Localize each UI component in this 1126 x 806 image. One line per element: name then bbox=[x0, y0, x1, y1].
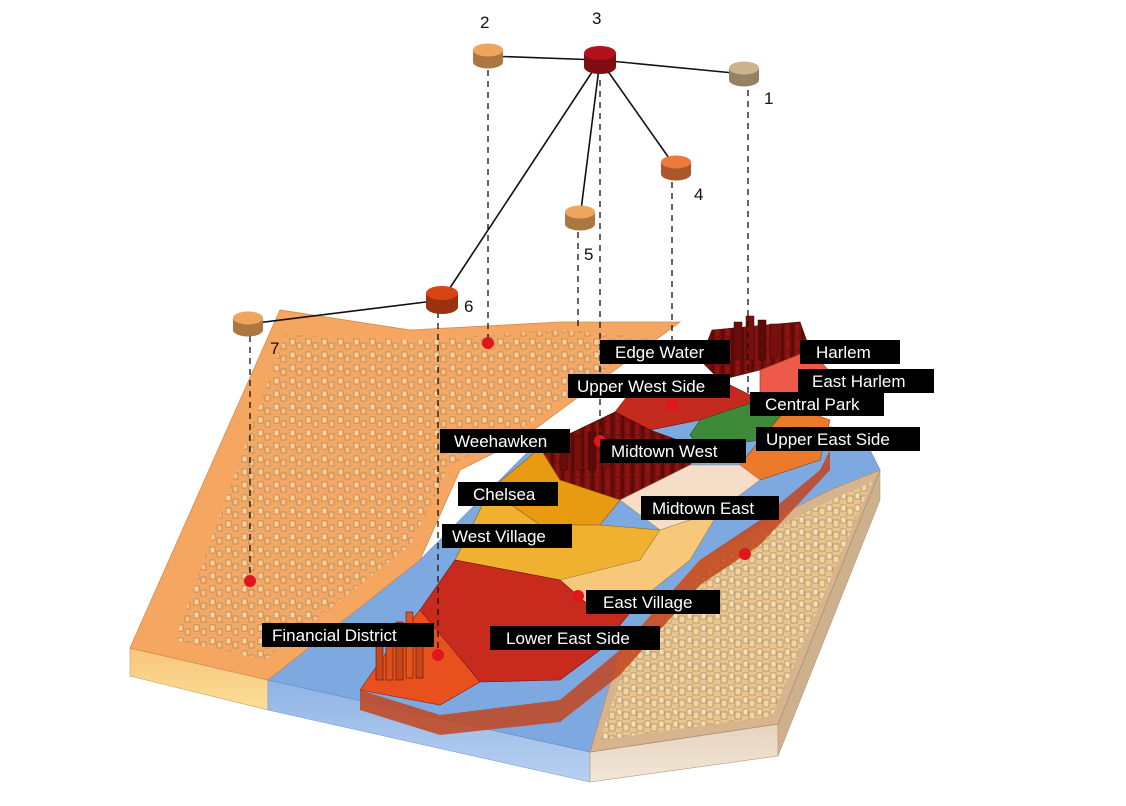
label-financial-district: Financial District bbox=[262, 623, 434, 647]
node-number-label: 4 bbox=[694, 185, 703, 204]
network-node-6[interactable]: 6 bbox=[426, 286, 473, 316]
label-east-harlem-text: East Harlem bbox=[812, 372, 906, 391]
manhattan-side bbox=[360, 450, 830, 735]
network-node-3[interactable]: 3 bbox=[584, 9, 616, 74]
label-upper-east-side: Upper East Side bbox=[756, 427, 920, 451]
network-node-1[interactable]: 1 bbox=[729, 61, 773, 109]
neighborhood-labels: Edge Water Harlem East Harlem Upper West… bbox=[262, 340, 934, 650]
node-cylinder-top bbox=[729, 61, 759, 75]
label-lower-east-side: Lower East Side bbox=[490, 626, 660, 650]
node-number-label: 5 bbox=[584, 245, 593, 264]
network-node-2[interactable]: 2 bbox=[473, 13, 504, 69]
node-number-label: 3 bbox=[592, 9, 601, 28]
label-chelsea: Chelsea bbox=[458, 482, 558, 506]
network-edges bbox=[247, 55, 745, 325]
edge-3-1 bbox=[599, 59, 745, 75]
label-lower-east-side-text: Lower East Side bbox=[506, 629, 630, 648]
edge-3-5 bbox=[579, 59, 601, 219]
network-node-5[interactable]: 5 bbox=[565, 205, 595, 265]
label-west-village-text: West Village bbox=[452, 527, 546, 546]
edge-3-2 bbox=[487, 55, 601, 61]
label-upper-east-side-text: Upper East Side bbox=[766, 430, 890, 449]
edge-3-4 bbox=[599, 59, 677, 169]
label-financial-district-text: Financial District bbox=[272, 626, 397, 645]
label-midtown-west-text: Midtown West bbox=[611, 442, 718, 461]
node-cylinder-top bbox=[473, 43, 503, 57]
node-cylinder-top bbox=[661, 155, 691, 169]
marker-financial-district[interactable] bbox=[432, 649, 444, 661]
label-east-village: East Village bbox=[586, 590, 720, 614]
label-central-park-text: Central Park bbox=[765, 395, 860, 414]
label-upper-west-side-text: Upper West Side bbox=[577, 377, 705, 396]
node-number-label: 1 bbox=[764, 89, 773, 108]
edge-6-7 bbox=[247, 299, 443, 325]
node-number-label: 6 bbox=[464, 297, 473, 316]
label-chelsea-text: Chelsea bbox=[473, 485, 536, 504]
label-weehawken-text: Weehawken bbox=[454, 432, 547, 451]
node-cylinder-top bbox=[233, 311, 263, 325]
label-west-village: West Village bbox=[442, 524, 572, 548]
label-central-park: Central Park bbox=[750, 392, 884, 416]
network-node-4[interactable]: 4 bbox=[661, 155, 703, 205]
marker-brooklyn[interactable] bbox=[739, 548, 751, 560]
label-east-harlem: East Harlem bbox=[798, 369, 934, 393]
edge-3-6 bbox=[441, 59, 601, 301]
label-midtown-west: Midtown West bbox=[600, 439, 746, 463]
label-midtown-east: Midtown East bbox=[641, 496, 779, 520]
nj-buildings bbox=[175, 330, 650, 660]
label-midtown-east-text: Midtown East bbox=[652, 499, 754, 518]
marker-edge-water[interactable] bbox=[482, 337, 494, 349]
node-cylinder-top bbox=[565, 205, 595, 219]
node-cylinder-top bbox=[426, 286, 458, 300]
drop-lines bbox=[249, 70, 749, 652]
label-weehawken: Weehawken bbox=[440, 429, 570, 453]
label-harlem-text: Harlem bbox=[816, 343, 871, 362]
label-edge-water-text: Edge Water bbox=[615, 343, 704, 362]
label-east-village-text: East Village bbox=[603, 593, 692, 612]
marker-new-jersey[interactable] bbox=[244, 575, 256, 587]
label-edge-water: Edge Water bbox=[600, 340, 730, 364]
network-node-7[interactable]: 7 bbox=[233, 311, 279, 359]
location-markers bbox=[244, 337, 751, 661]
label-upper-west-side: Upper West Side bbox=[568, 374, 730, 398]
brooklyn-buildings bbox=[600, 482, 872, 740]
node-number-label: 2 bbox=[480, 13, 489, 32]
node-number-label: 7 bbox=[270, 339, 279, 358]
marker-east-village[interactable] bbox=[572, 590, 584, 602]
marker-upper-west-side[interactable] bbox=[666, 399, 678, 411]
network-nodes: 1 2 3 4 5 6 7 bbox=[233, 9, 773, 358]
label-harlem: Harlem bbox=[800, 340, 900, 364]
node-cylinder-top bbox=[584, 46, 616, 60]
